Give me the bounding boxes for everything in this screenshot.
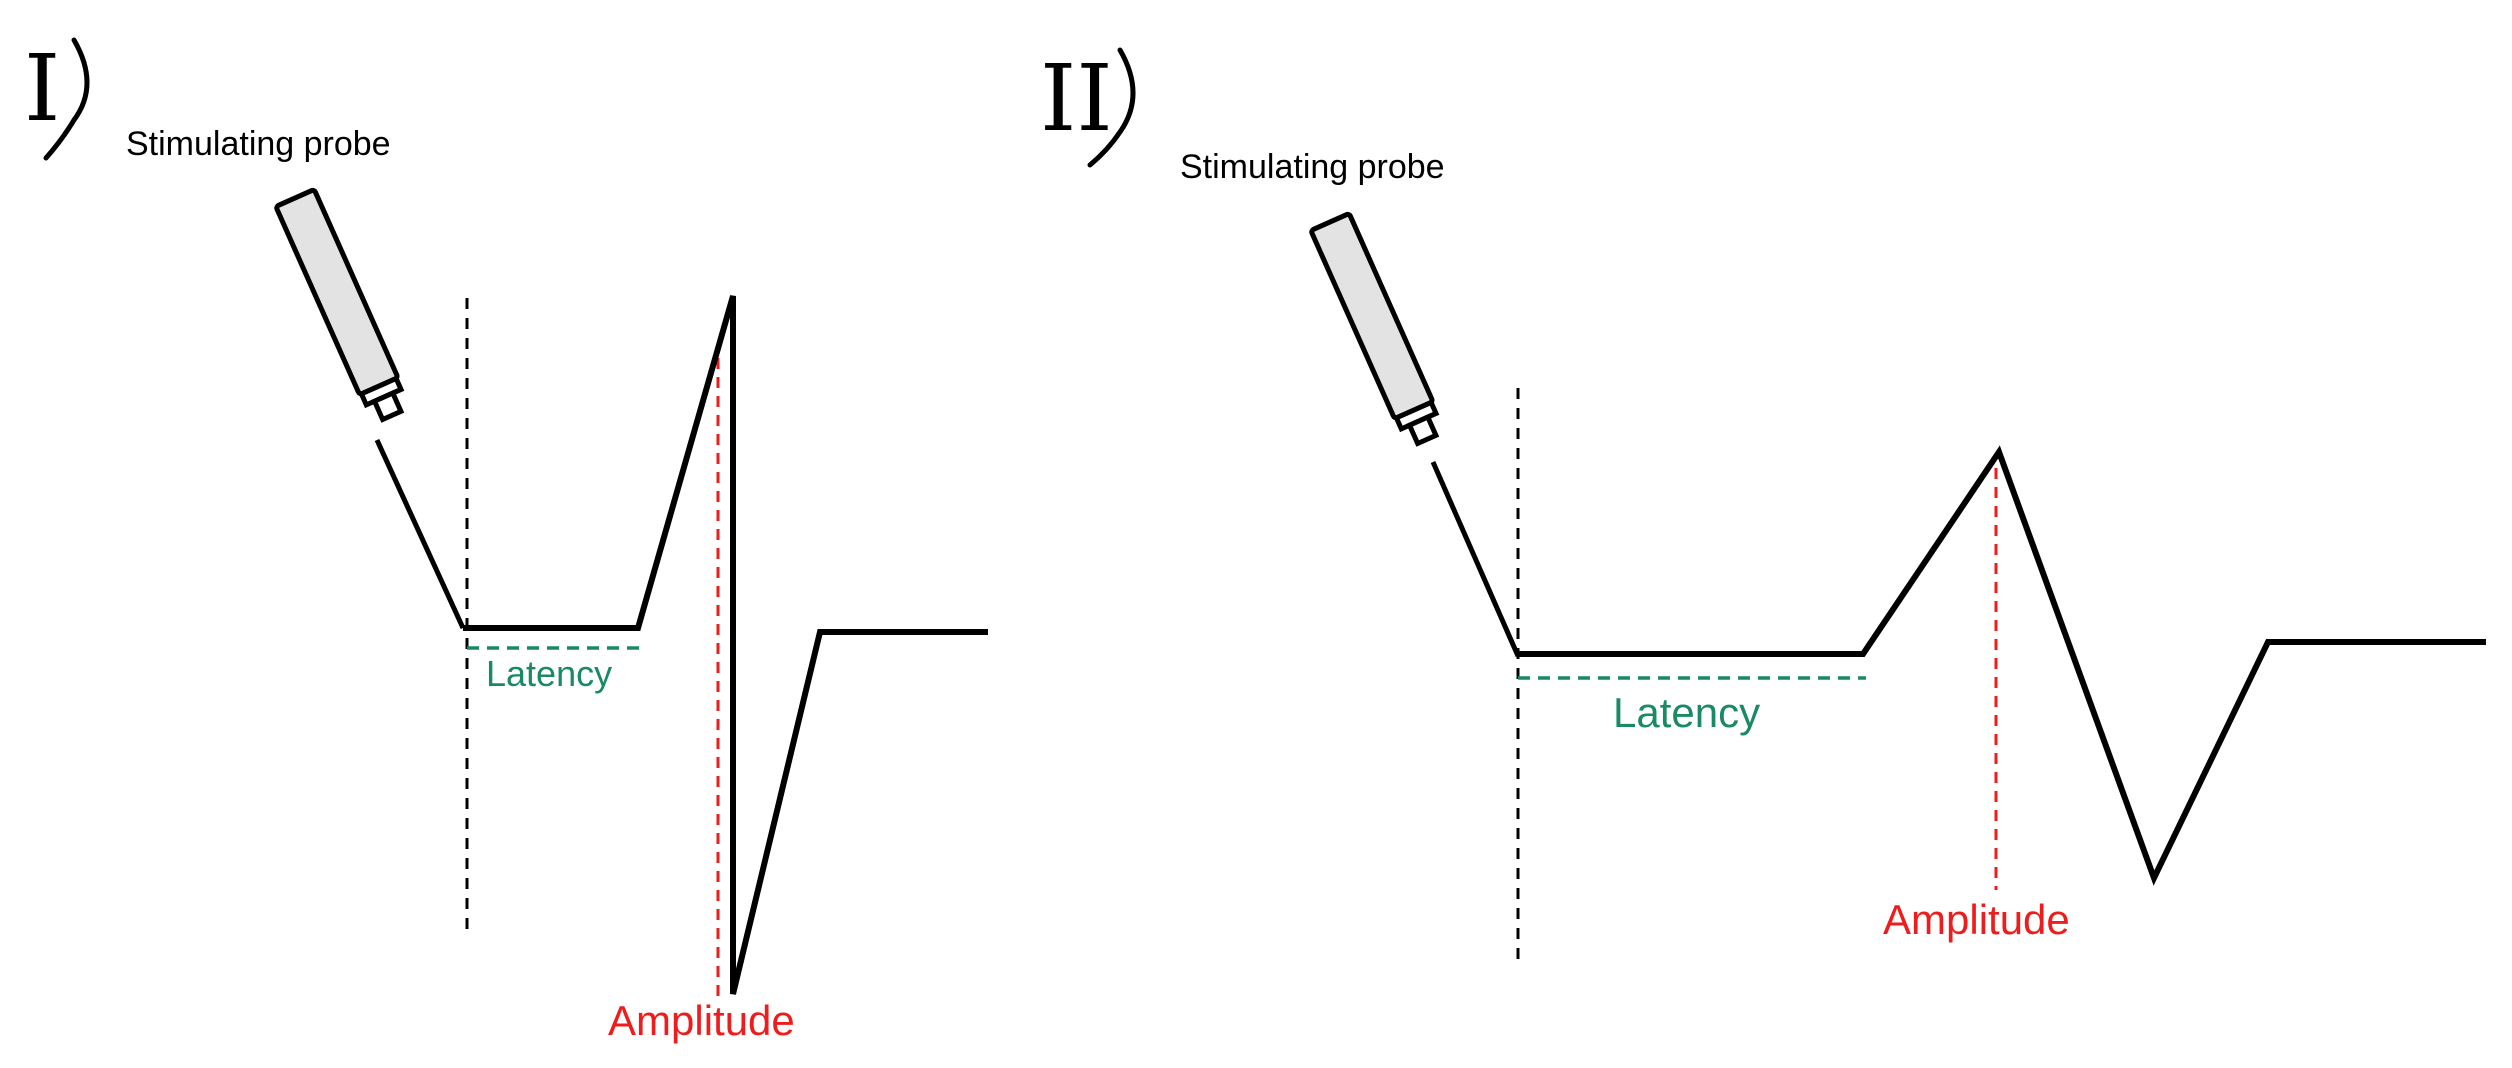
panel-1-probe-tip bbox=[371, 389, 405, 423]
panel-1-probe-label: Stimulating probe bbox=[126, 125, 391, 163]
panel-2-latency-label: Latency bbox=[1613, 689, 1760, 736]
panel-1: I Stimulating probe Latency Amplitude bbox=[24, 35, 988, 1044]
panel-2-stimulating-probe-icon bbox=[1309, 211, 1440, 447]
panel-2-numeral: II bbox=[1040, 45, 1113, 152]
panel-1-numeral-paren bbox=[43, 37, 90, 161]
panel-1-probe-needle bbox=[374, 438, 466, 630]
panel-1-amplitude-label: Amplitude bbox=[608, 997, 795, 1044]
panel-2-numeral-paren bbox=[1087, 47, 1136, 168]
panel-2-probe-body bbox=[1309, 211, 1435, 421]
panel-2-amplitude-label: Amplitude bbox=[1883, 896, 2070, 943]
panel-1-waveform bbox=[463, 295, 988, 995]
panel-1-numeral: I bbox=[24, 35, 60, 142]
panel-1-latency-label: Latency bbox=[486, 653, 612, 694]
panel-2-waveform bbox=[1518, 445, 2486, 886]
panel-2-probe-needle bbox=[1430, 460, 1521, 658]
panel-2: II Stimulating probe Latency Amplitude bbox=[1040, 45, 2486, 962]
panel-1-stimulating-probe-icon bbox=[274, 187, 405, 423]
panel-1-probe-body bbox=[274, 187, 400, 397]
panel-2-probe-label: Stimulating probe bbox=[1180, 148, 1445, 186]
panel-2-probe-tip bbox=[1406, 413, 1440, 447]
